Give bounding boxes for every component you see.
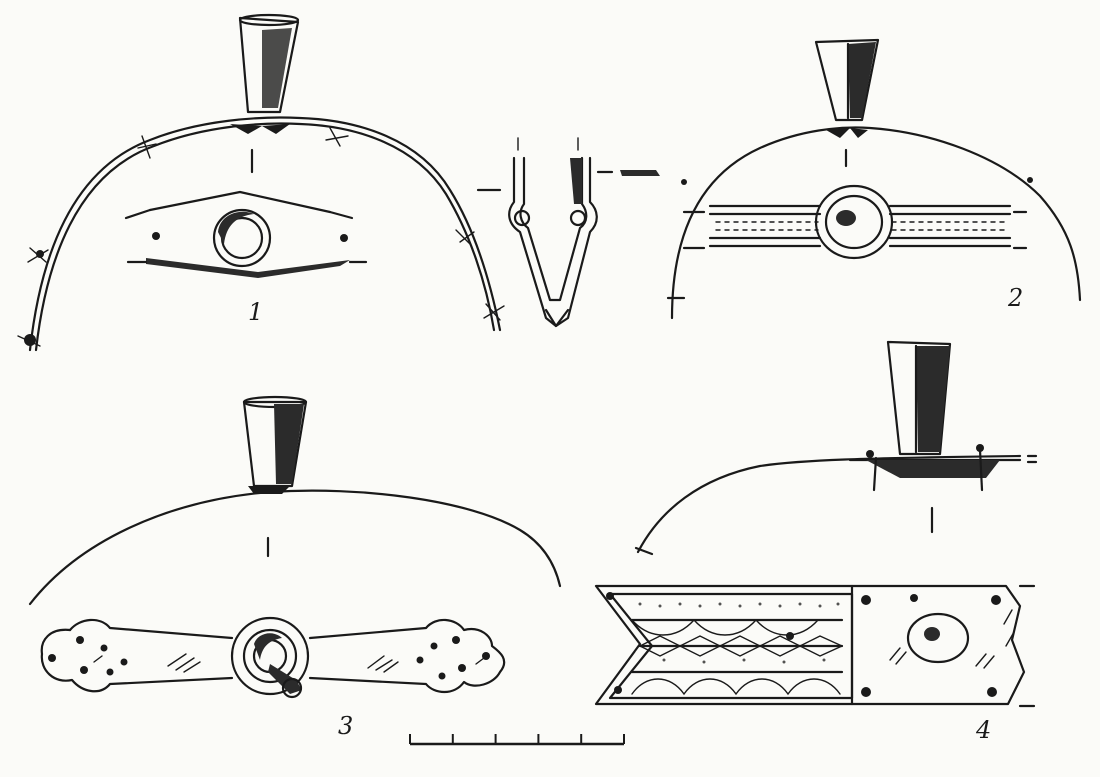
figure-number-1: 1 <box>248 298 264 326</box>
figure-4-drawing <box>594 340 1038 708</box>
figure-3-drawing <box>28 395 562 699</box>
figure-2-drawing <box>666 38 1082 320</box>
figure-number-2: 2 <box>1008 284 1024 312</box>
scale-bar <box>409 734 625 746</box>
cross-section-drawing <box>476 137 660 328</box>
figure-1-drawing <box>17 13 505 352</box>
figure-number-4: 4 <box>976 716 992 744</box>
figure-number-3: 3 <box>338 712 354 740</box>
